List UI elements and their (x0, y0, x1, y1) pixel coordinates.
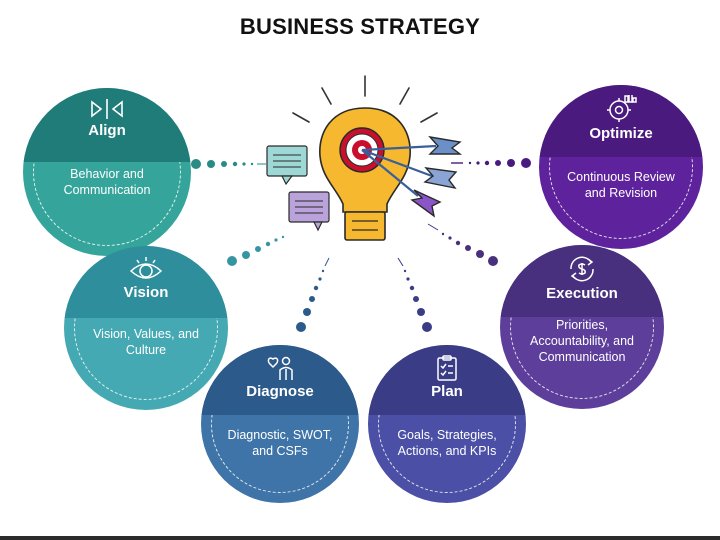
stage-vision: Vision Vision, Values, and Culture (64, 246, 228, 410)
stage-label: Diagnose (246, 383, 314, 400)
speech-bubble-icon-purple (288, 191, 330, 232)
align-arrows-icon (91, 99, 123, 119)
connector-diagnose (296, 257, 330, 332)
gear-chart-icon (607, 95, 637, 122)
stage-label: Align (88, 122, 126, 139)
arrow-icons (361, 135, 463, 218)
stage-align: Align Behavior and Communication (23, 88, 191, 256)
stage-label: Vision (123, 284, 169, 301)
stage-label: Optimize (589, 125, 653, 142)
stage-description: Goals, Strategies, Actions, and KPIs (397, 428, 497, 458)
stage-label: Plan (431, 383, 463, 400)
speech-bubble-icon-teal (266, 145, 308, 186)
stage-label: Execution (546, 285, 618, 302)
bulb-rays (292, 75, 438, 123)
clipboard-plan-icon (437, 355, 457, 381)
dollar-cycle-icon (570, 256, 594, 282)
stage-optimize: Optimize Continuous Review and Revision (539, 85, 703, 249)
stage-diagnose: Diagnose Diagnostic, SWOT, and CSFs (201, 345, 359, 503)
connector-execution (427, 223, 498, 266)
stage-description: Vision, Values, and Culture (93, 327, 199, 357)
connector-align (191, 159, 266, 169)
page-title: BUSINESS STRATEGY (239, 14, 481, 39)
stage-description: Priorities, Accountability, and Communic… (530, 318, 634, 364)
connector-optimize (451, 158, 531, 168)
stage-description: Diagnostic, SWOT, and CSFs (227, 428, 333, 458)
stage-description: Continuous Review and Revision (567, 170, 675, 200)
stage-execution: Execution Priorities, Accountability, an… (500, 245, 664, 409)
stage-plan: Plan Goals, Strategies, Actions, and KPI… (368, 345, 526, 503)
eye-bulb-icon (129, 257, 163, 279)
connector-vision (227, 235, 285, 266)
connector-plan (397, 257, 432, 332)
person-heart-icon (267, 356, 293, 380)
footer-bar (0, 536, 720, 540)
stage-description: Behavior and Communication (63, 167, 151, 197)
